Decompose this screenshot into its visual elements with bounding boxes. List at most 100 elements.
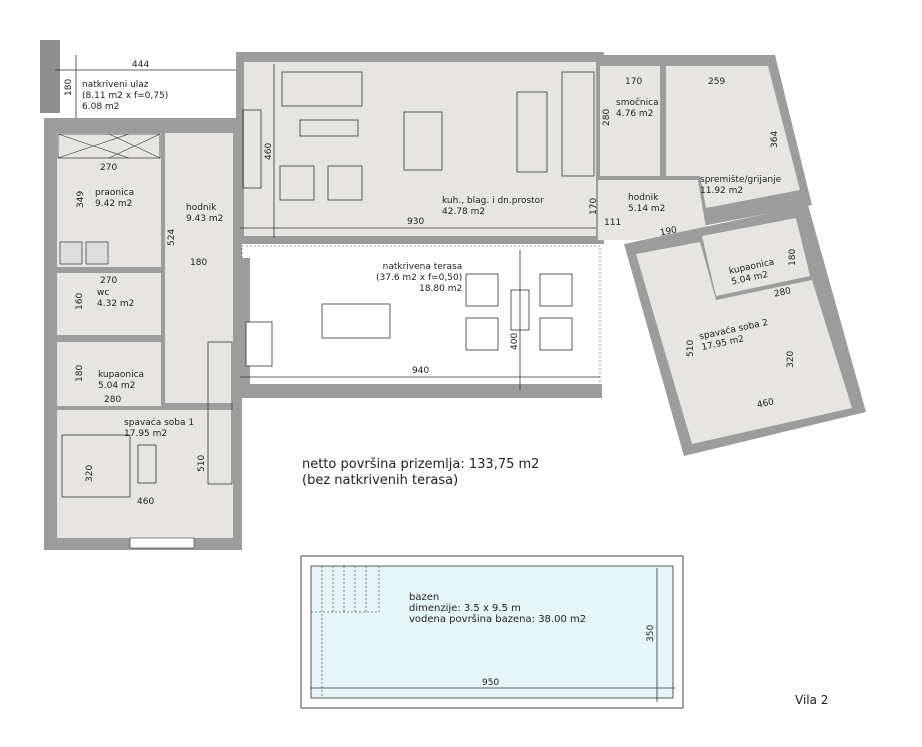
villa-label: Vila 2	[795, 693, 829, 707]
bed1-bench	[137, 444, 157, 484]
dim: 460	[137, 497, 155, 507]
room-area: 4.76 m2	[616, 109, 654, 119]
room-area: 4.32 m2	[97, 299, 135, 309]
lounge-chair	[465, 273, 499, 307]
sofa	[281, 71, 363, 107]
dim: 280	[602, 108, 612, 126]
bed1-floor	[57, 410, 233, 538]
dim: 180	[190, 258, 208, 268]
coffee-table	[299, 119, 359, 137]
room-area: 17.95 m2	[124, 429, 168, 439]
dim: 280	[104, 395, 122, 405]
terrace-label: natkrivena terasa(37.6 m2 x f=0,50)18.80…	[376, 262, 462, 295]
net-area-summary: netto površina prizemlja: 133,75 m2(bez …	[302, 457, 539, 489]
pool-water	[310, 565, 674, 699]
tv-unit	[242, 109, 262, 189]
room-area: 9.43 m2	[186, 214, 224, 224]
dim: 160	[75, 292, 85, 310]
armchair	[279, 165, 315, 201]
room-name: kuh., blag. i dn.prostor	[442, 196, 544, 206]
living-floor	[244, 62, 598, 236]
bath1-floor	[57, 342, 161, 406]
bath2-floor	[702, 218, 810, 296]
room-calc: (8.11 m2 x f=0,75)	[82, 91, 169, 101]
room-area: 9.42 m2	[95, 199, 133, 209]
dim: 524	[167, 228, 177, 246]
room-area: 11.92 m2	[700, 186, 744, 196]
room-name: wc	[97, 288, 110, 298]
room-area: 18.80 m2	[419, 284, 463, 294]
room-name: kupaonica	[98, 370, 145, 380]
dim: 400	[510, 332, 520, 350]
room-area: 5.04 m2	[98, 381, 136, 391]
dim: 180	[788, 248, 798, 266]
kitchen-island	[516, 91, 548, 173]
pool-steps	[311, 566, 380, 698]
bed1-bed	[61, 434, 131, 498]
dining-table	[403, 111, 443, 171]
dim: 940	[412, 366, 430, 376]
washing-machine	[59, 241, 83, 265]
bed2-floor	[636, 242, 852, 444]
room-name: hodnik	[628, 193, 659, 203]
storage-floor	[666, 66, 800, 208]
entry-label: natkriveni ulaz(8.11 m2 x f=0,75)6.08 m2	[82, 80, 168, 113]
room-name: natkrivena terasa	[382, 262, 463, 272]
room-name: natkriveni ulaz	[82, 80, 149, 90]
hall1-floor	[165, 133, 233, 403]
pantry-floor	[600, 66, 660, 176]
dim: 320	[85, 464, 95, 482]
bed1-wardrobe	[207, 341, 233, 485]
dim: 444	[132, 60, 150, 70]
net-area: netto površina prizemlja: 133,75 m2	[302, 457, 540, 472]
terrace-bbq	[245, 321, 273, 367]
hall2-floor	[598, 180, 706, 240]
lounge-chair	[465, 317, 499, 351]
dryer	[85, 241, 109, 265]
bed1-door	[129, 537, 195, 549]
terrace-dining-table	[321, 303, 391, 339]
dim: 259	[708, 77, 726, 87]
dim: 270	[100, 276, 118, 286]
dim: 460	[264, 142, 274, 160]
laundry-cabinet-cross	[57, 133, 161, 159]
kitchen-counter	[561, 71, 595, 177]
dim: 510	[197, 454, 207, 472]
dim: 180	[64, 78, 74, 96]
room-name: praonica	[95, 188, 135, 198]
dim: 510	[686, 339, 696, 357]
room-name: spavaća soba 1	[124, 418, 195, 428]
dim: 270	[100, 163, 118, 173]
pool-water-area: vodena površina bazena: 38.00 m2	[409, 614, 587, 625]
lounge-chair	[539, 273, 573, 307]
dim: 320	[786, 350, 796, 368]
dim: 349	[76, 190, 86, 208]
room-name: hodnik	[186, 203, 217, 213]
wc-floor	[57, 273, 161, 335]
room-area: 6.08 m2	[82, 102, 120, 112]
terrace-column	[240, 258, 250, 384]
room-calc: (37.6 m2 x f=0,50)	[376, 273, 463, 283]
room-name: smočnica	[616, 98, 659, 108]
terrace-beam	[236, 384, 602, 398]
dim: 930	[407, 217, 425, 227]
room-area: 5.14 m2	[628, 204, 666, 214]
pool-dimensions: dimenzije: 3.5 x 9.5 m	[409, 603, 521, 614]
dim: 111	[604, 218, 622, 228]
dim: 170	[589, 197, 599, 215]
entry-column	[40, 40, 60, 113]
net-area-note: (bez natkrivenih terasa)	[302, 473, 459, 488]
lounge-chair	[539, 317, 573, 351]
